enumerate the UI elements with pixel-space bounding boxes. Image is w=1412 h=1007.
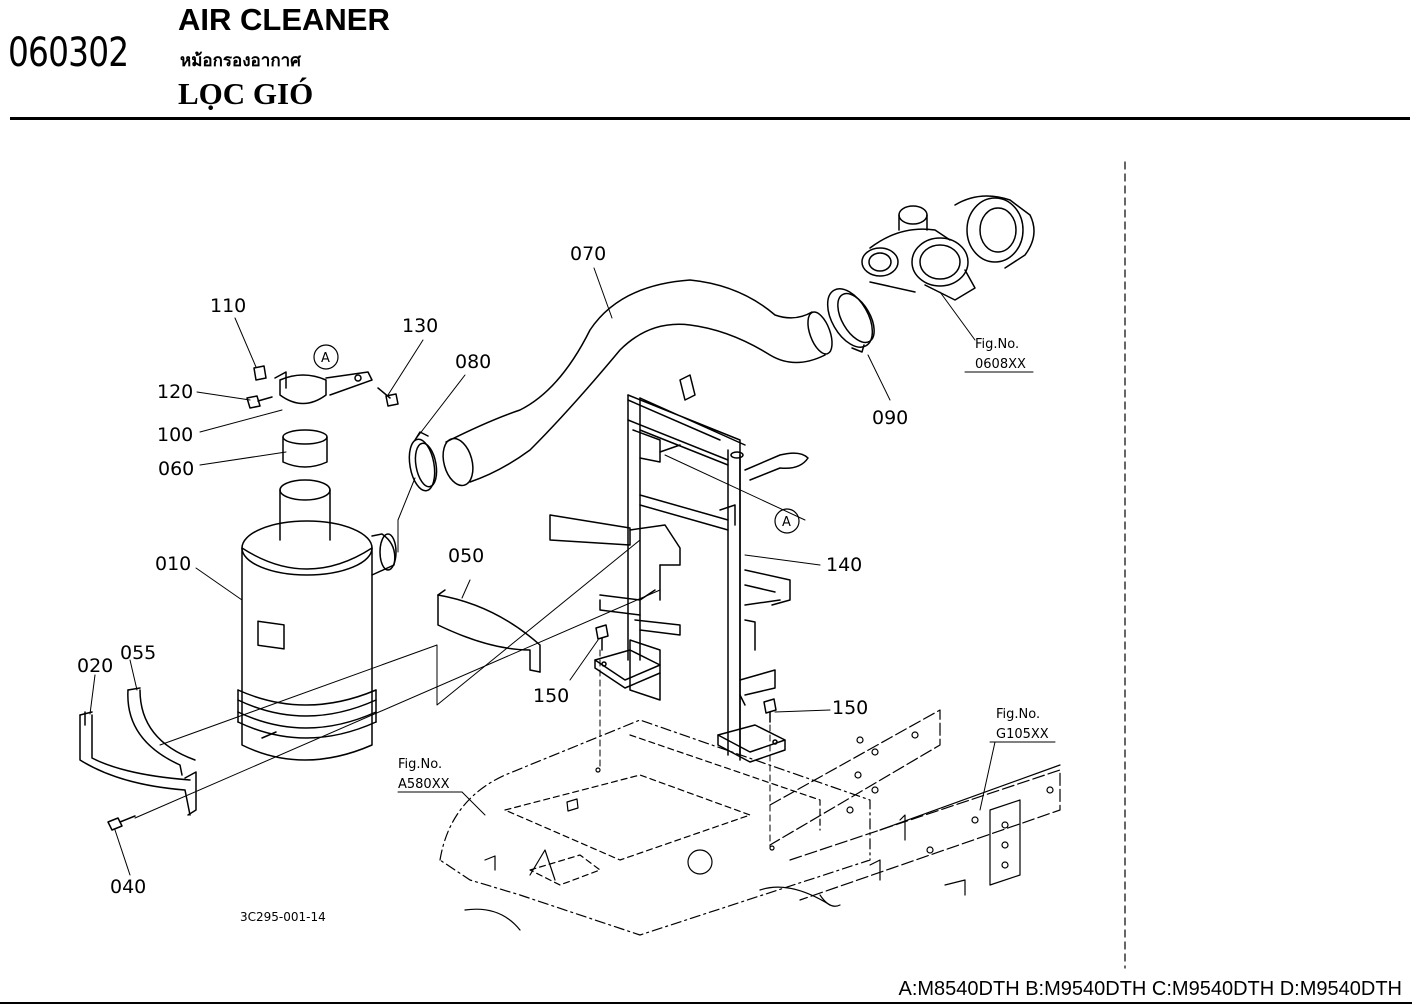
model-applicability: A:M8540DTH B:M9540DTH C:M9540DTH D:M9540… — [898, 978, 1403, 1000]
title-vietnamese: LỌC GIÓ — [178, 76, 314, 111]
callout-140: 140 — [826, 554, 862, 576]
drawing-id: 3C295-001-14 — [240, 910, 326, 924]
band-strap-055 — [127, 687, 196, 776]
bolt-040 — [107, 815, 136, 831]
fig-ref-floor-label: Fig.No. — [398, 757, 442, 772]
band-strap-050 — [437, 589, 541, 673]
callout-130: 130 — [402, 315, 438, 337]
hose-clamp-080 — [408, 431, 438, 492]
air-cleaner-body — [237, 479, 397, 761]
floor-plate — [439, 719, 871, 936]
callout-055: 055 — [120, 642, 156, 664]
marker-a-bracket: A — [321, 351, 330, 366]
callout-090: 090 — [872, 407, 908, 429]
leader-lines — [89, 267, 1056, 876]
intake-hose — [442, 279, 833, 487]
callout-150-b: 150 — [832, 697, 868, 719]
section-code: 060302 — [8, 30, 129, 76]
clamp-bracket — [246, 365, 399, 409]
marker-a-frame: A — [782, 515, 791, 530]
bolt-150-a — [595, 624, 609, 651]
hose-clamp-090 — [826, 288, 875, 353]
mount-bracket-frame — [549, 374, 809, 763]
turbocharger — [861, 195, 1035, 301]
callout-070: 070 — [570, 243, 606, 265]
hose-coupling — [282, 429, 328, 468]
callout-100: 100 — [157, 424, 193, 446]
fig-ref-floor-number: A580XX — [398, 777, 450, 792]
callout-020: 020 — [77, 655, 113, 677]
title-thai: หม้อกรองอากาศ — [180, 51, 301, 71]
fig-ref-frame-number: G105XX — [996, 727, 1049, 742]
callout-080: 080 — [455, 351, 491, 373]
callout-050: 050 — [448, 545, 484, 567]
callout-120: 120 — [157, 381, 193, 403]
footer-rule — [0, 1002, 1412, 1004]
side-frame-rails — [769, 709, 1061, 907]
callout-010: 010 — [155, 553, 191, 575]
header-rule — [10, 117, 1410, 120]
fig-ref-turbo-number: 0608XX — [975, 357, 1026, 372]
callout-060: 060 — [158, 458, 194, 480]
fig-ref-turbo-label: Fig.No. — [975, 337, 1019, 352]
bolt-150-b — [763, 698, 777, 723]
callout-110: 110 — [210, 295, 246, 317]
callout-040: 040 — [110, 876, 146, 898]
fig-ref-frame-label: Fig.No. — [996, 707, 1040, 722]
title-english: AIR CLEANER — [178, 2, 390, 37]
callout-150-a: 150 — [533, 685, 569, 707]
